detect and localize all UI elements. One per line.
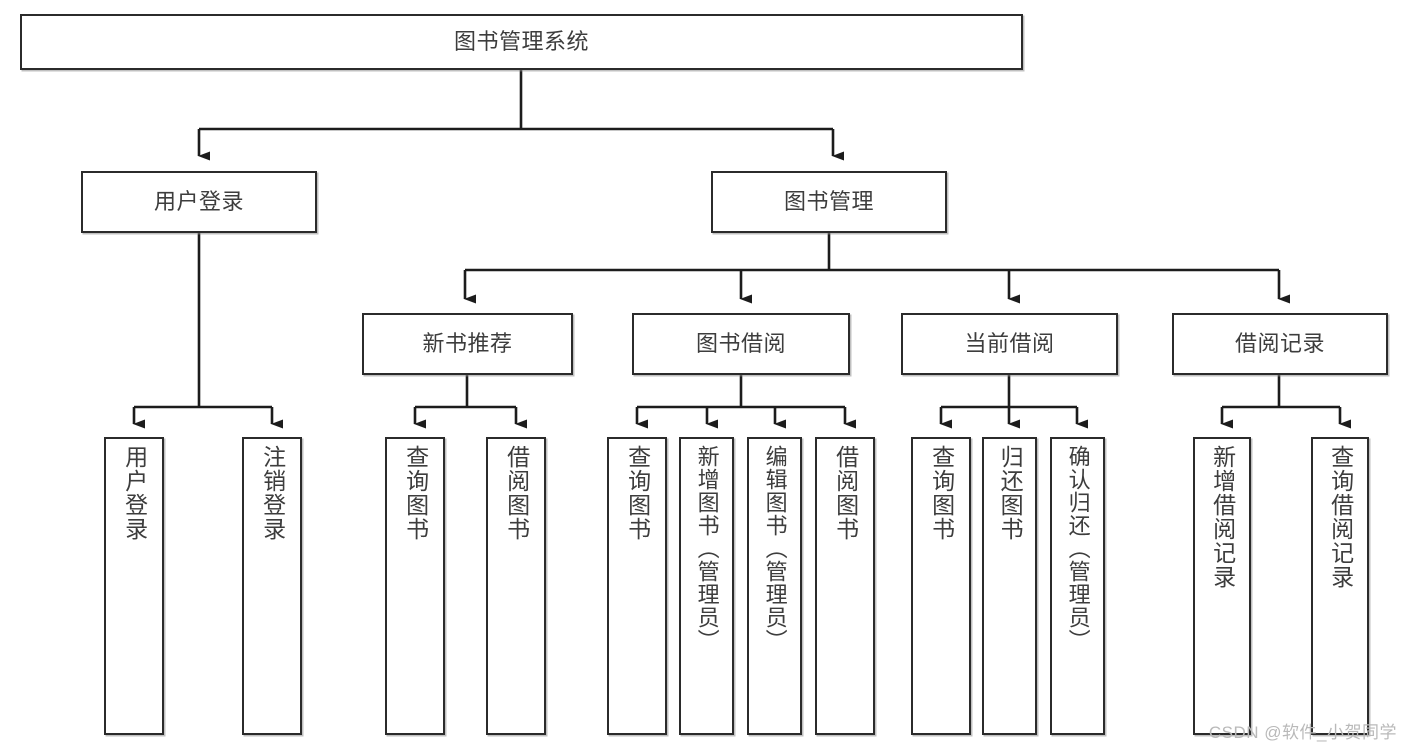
node-book-management[interactable]: 图书管理 bbox=[711, 171, 947, 233]
leaf-borrow-book-1[interactable]: 借阅图书 bbox=[486, 437, 546, 735]
node-book-borrow[interactable]: 图书借阅 bbox=[632, 313, 850, 375]
node-new-book-recommend-label: 新书推荐 bbox=[422, 330, 513, 356]
leaf-query-book-3-label: 查询图书 bbox=[928, 445, 955, 541]
leaf-edit-book-label: 编辑图书（管理员） bbox=[762, 445, 788, 652]
node-user-login-label: 用户登录 bbox=[153, 188, 244, 214]
leaf-return-book[interactable]: 归还图书 bbox=[982, 437, 1037, 735]
leaf-confirm-return[interactable]: 确认归还（管理员） bbox=[1050, 437, 1105, 735]
node-current-borrow[interactable]: 当前借阅 bbox=[901, 313, 1118, 375]
leaf-borrow-book-2-label: 借阅图书 bbox=[832, 445, 859, 541]
leaf-user-login-label: 用户登录 bbox=[121, 445, 148, 541]
leaf-confirm-return-label: 确认归还（管理员） bbox=[1065, 445, 1091, 652]
leaf-logout-login[interactable]: 注销登录 bbox=[242, 437, 302, 735]
node-book-management-label: 图书管理 bbox=[783, 188, 874, 214]
leaf-query-book-1-label: 查询图书 bbox=[402, 445, 429, 541]
leaf-query-book-2[interactable]: 查询图书 bbox=[607, 437, 667, 735]
node-user-login[interactable]: 用户登录 bbox=[81, 171, 317, 233]
node-current-borrow-label: 当前借阅 bbox=[964, 330, 1055, 356]
leaf-add-record[interactable]: 新增借阅记录 bbox=[1193, 437, 1251, 735]
node-root[interactable]: 图书管理系统 bbox=[20, 14, 1023, 70]
node-borrow-record[interactable]: 借阅记录 bbox=[1172, 313, 1388, 375]
watermark-text: CSDN @软件_小贺同学 bbox=[1208, 723, 1397, 742]
leaf-edit-book[interactable]: 编辑图书（管理员） bbox=[747, 437, 802, 735]
leaf-add-record-label: 新增借阅记录 bbox=[1209, 445, 1236, 589]
leaf-query-book-3[interactable]: 查询图书 bbox=[911, 437, 971, 735]
node-book-borrow-label: 图书借阅 bbox=[695, 330, 786, 356]
leaf-user-login[interactable]: 用户登录 bbox=[104, 437, 164, 735]
leaf-logout-login-label: 注销登录 bbox=[259, 445, 286, 541]
leaf-query-book-2-label: 查询图书 bbox=[624, 445, 651, 541]
leaf-query-book-1[interactable]: 查询图书 bbox=[385, 437, 445, 735]
node-borrow-record-label: 借阅记录 bbox=[1234, 330, 1325, 356]
node-new-book-recommend[interactable]: 新书推荐 bbox=[362, 313, 573, 375]
leaf-query-record[interactable]: 查询借阅记录 bbox=[1311, 437, 1369, 735]
leaf-add-book[interactable]: 新增图书（管理员） bbox=[679, 437, 734, 735]
node-root-label: 图书管理系统 bbox=[453, 28, 589, 54]
leaf-return-book-label: 归还图书 bbox=[997, 445, 1024, 541]
leaf-borrow-book-2[interactable]: 借阅图书 bbox=[815, 437, 875, 735]
leaf-borrow-book-1-label: 借阅图书 bbox=[503, 445, 530, 541]
leaf-query-record-label: 查询借阅记录 bbox=[1327, 445, 1354, 589]
leaf-add-book-label: 新增图书（管理员） bbox=[694, 445, 720, 652]
